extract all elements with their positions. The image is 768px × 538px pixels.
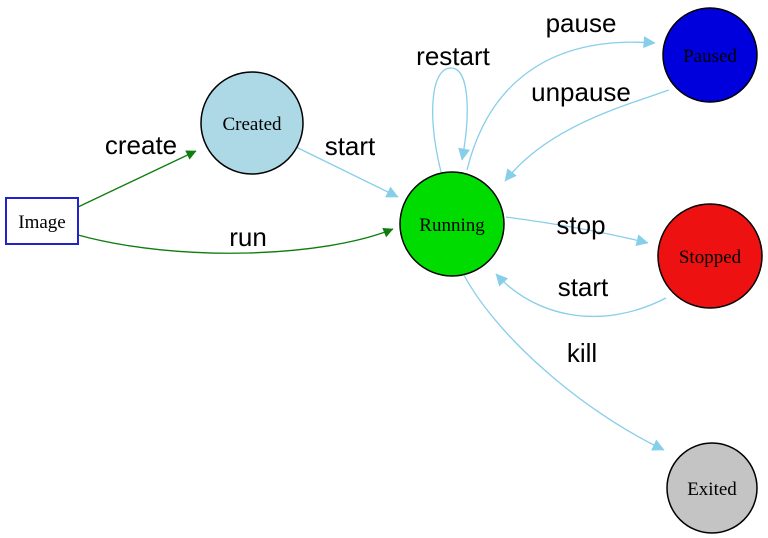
edge-label-restart: restart xyxy=(416,41,490,71)
node-layer xyxy=(5,7,763,534)
node-label-layer: Image Created Running Paused Stopped Exi… xyxy=(18,46,741,500)
node-label-exited: Exited xyxy=(687,479,737,500)
edge-kill xyxy=(463,274,665,451)
edge-unpause xyxy=(504,89,670,182)
edge-label-stop: stop xyxy=(556,210,605,240)
edge-start-created-running xyxy=(295,146,399,198)
edge-label-create: create xyxy=(105,130,177,160)
node-label-running: Running xyxy=(419,215,485,236)
node-exited xyxy=(666,442,758,534)
node-paused xyxy=(662,7,758,103)
node-image xyxy=(5,197,79,245)
edge-restart-self-loop xyxy=(432,67,470,173)
edge-label-kill: kill xyxy=(567,338,597,368)
edge-layer xyxy=(77,36,670,451)
node-stopped xyxy=(657,203,763,309)
node-label-stopped: Stopped xyxy=(679,247,742,268)
edge-label-run: run xyxy=(229,222,267,252)
edge-label-pause: pause xyxy=(546,8,617,38)
node-label-paused: Paused xyxy=(683,46,737,67)
node-created xyxy=(200,71,304,175)
node-label-created: Created xyxy=(222,114,282,135)
edge-label-start-created: start xyxy=(325,131,376,161)
edge-label-start-stopped: start xyxy=(558,272,609,302)
edge-pause xyxy=(466,36,656,171)
node-running xyxy=(399,171,505,277)
edge-label-unpause: unpause xyxy=(531,77,631,107)
edge-create xyxy=(77,150,197,208)
edge-start-stopped-running xyxy=(495,273,667,317)
node-label-image: Image xyxy=(18,212,65,233)
edge-stop xyxy=(505,216,649,247)
edge-label-layer: create run start restart pause unpause s… xyxy=(105,8,631,368)
edge-run xyxy=(77,227,394,254)
